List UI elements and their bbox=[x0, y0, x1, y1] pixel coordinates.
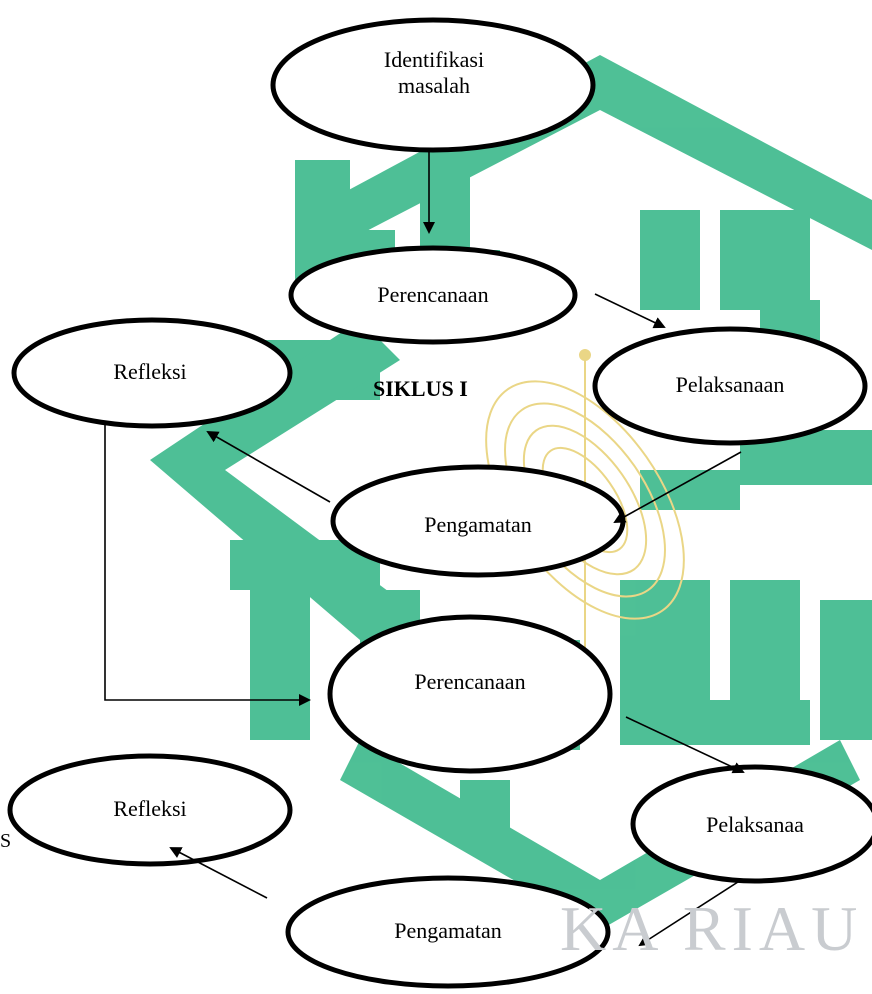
node-perencanaan-2: Perencanaan bbox=[414, 669, 526, 694]
node-shape-pelaksanaan-1 bbox=[592, 326, 868, 446]
arrow-pengamatan-to-refleksi-1 bbox=[206, 431, 331, 503]
node-shape-perencanaan-2 bbox=[327, 614, 613, 774]
node-shape-identifikasi bbox=[270, 17, 596, 153]
diagram-arrows bbox=[104, 150, 745, 947]
stray-character: S bbox=[0, 830, 12, 852]
node-pengamatan-1: Pengamatan bbox=[424, 512, 532, 537]
watermark-text: KA RIAU bbox=[560, 893, 864, 964]
node-shape-refleksi-2 bbox=[7, 753, 293, 867]
node-shape-pengamatan-2 bbox=[285, 875, 611, 989]
node-shape-perencanaan-1 bbox=[288, 245, 578, 345]
node-pelaksanaan-2: Pelaksanaa bbox=[706, 812, 804, 837]
arrow-pelaksanaan-to-pengamatan-2 bbox=[638, 879, 742, 947]
node-perencanaan-1: Perencanaan bbox=[377, 282, 489, 307]
node-pelaksanaan-1: Pelaksanaan bbox=[675, 372, 785, 397]
arrow-pelaksanaan-to-pengamatan-1 bbox=[613, 451, 742, 523]
cycle-label: SIKLUS I bbox=[373, 376, 468, 401]
node-shape-refleksi-1 bbox=[11, 317, 293, 429]
arrow-pengamatan-to-refleksi-2 bbox=[169, 847, 268, 899]
arrow-perencanaan-to-pelaksanaan-2 bbox=[625, 716, 745, 774]
node-refleksi-1: Refleksi bbox=[113, 359, 187, 384]
arrow-perencanaan-to-pelaksanaan-1 bbox=[594, 293, 666, 329]
node-shape-pelaksanaan-2 bbox=[630, 764, 872, 884]
node-refleksi-2: Refleksi bbox=[113, 796, 187, 821]
node-identifikasi: Identifikasi masalah bbox=[383, 47, 485, 99]
node-pengamatan-2: Pengamatan bbox=[394, 918, 502, 943]
arrow-refleksi-to-perencanaan-2 bbox=[104, 424, 311, 706]
diagram-shapes bbox=[7, 17, 872, 989]
